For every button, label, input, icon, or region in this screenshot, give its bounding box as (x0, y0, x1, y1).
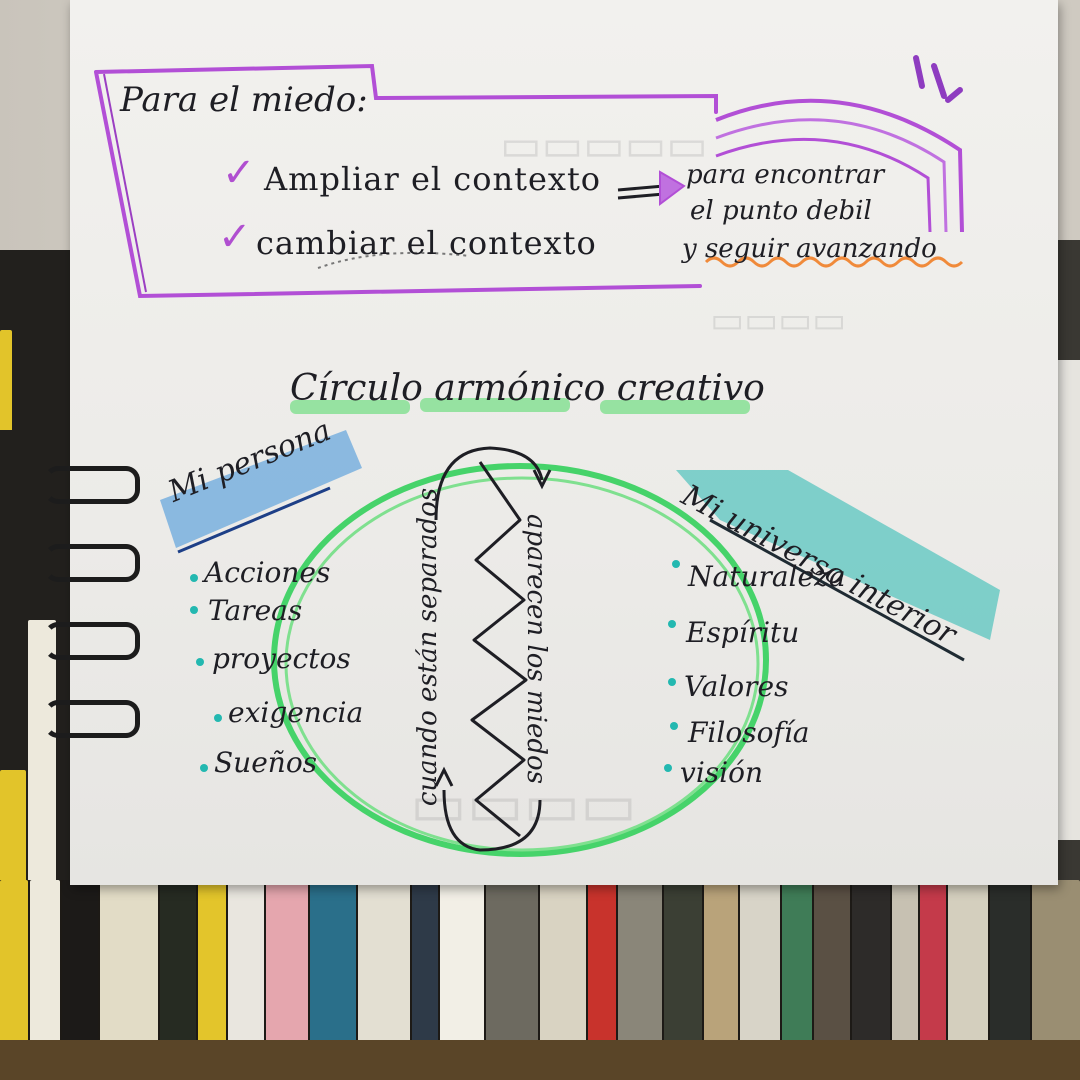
purple-arc (715, 98, 964, 233)
teal-highlight (676, 470, 1000, 640)
book-spine (0, 770, 26, 880)
book-spine (814, 880, 850, 1040)
arrow-note-line: y seguir avanzando (682, 234, 937, 264)
spiral-ring (44, 544, 140, 582)
book-spine (30, 880, 60, 1040)
left-item: proyectos (212, 642, 351, 675)
book-spine (892, 880, 918, 1040)
green-circle (284, 476, 760, 852)
center-text-right: aparecen los miedos (521, 514, 551, 784)
left-item: Acciones (204, 556, 331, 589)
orange-underline (704, 256, 964, 268)
purple-arc (715, 137, 932, 233)
left-item: Tareas (208, 594, 303, 627)
teal-underline (709, 518, 965, 662)
book-spine (0, 880, 28, 1040)
arrow-note-line: para encontrar (686, 160, 885, 190)
book-spine (852, 880, 890, 1040)
spiral-ring (44, 700, 140, 738)
right-item: Naturaleza (688, 560, 846, 593)
bleed-through-marks: ▭▭▭▭ (710, 300, 847, 341)
book-spine (664, 880, 702, 1040)
bookshelf-bottom (0, 880, 1080, 1040)
check-mark: ✓ (222, 150, 256, 196)
left-item: exigencia (228, 696, 364, 729)
book-spine (266, 880, 308, 1040)
curved-arrow (442, 789, 542, 852)
purple-arc (715, 118, 948, 233)
curved-arrow-head (532, 469, 552, 490)
green-highlight (600, 400, 750, 414)
green-circle (271, 463, 769, 857)
book-spine (740, 880, 780, 1040)
book-spine (100, 880, 158, 1040)
zigzag (470, 461, 528, 838)
book-spine (540, 880, 586, 1040)
book-spine (28, 620, 56, 880)
book-spine (440, 880, 484, 1040)
dotted-line (317, 251, 471, 269)
right-item: Valores (684, 670, 789, 703)
bullet (190, 606, 198, 614)
bullet (664, 764, 672, 772)
spiral-ring (44, 622, 140, 660)
book-spine (588, 880, 616, 1040)
right-item: Espíritu (686, 616, 800, 649)
bullet (668, 620, 676, 628)
book-spine (920, 880, 946, 1040)
curved-arrow-head (434, 766, 454, 787)
book-spine (486, 880, 538, 1040)
purple-frame-inner (103, 73, 147, 293)
item-cambiar: cambiar el contexto (256, 224, 597, 262)
book-spine (618, 880, 662, 1040)
left-item: Sueños (214, 746, 318, 779)
bullet (670, 722, 678, 730)
right-item: Filosofía (688, 716, 810, 749)
green-highlight (290, 400, 410, 414)
book-spine (228, 880, 264, 1040)
bleed-through-marks: ▭▭▭▭ (410, 770, 637, 840)
green-highlight (420, 398, 570, 412)
bullet (196, 658, 204, 666)
book-spine (1032, 880, 1080, 1040)
check-mark: ✓ (218, 214, 252, 260)
book-spine (198, 880, 226, 1040)
purple-frame (94, 63, 718, 299)
purple-emphasis-mark (913, 55, 963, 103)
bullet (668, 678, 676, 686)
book-spine (412, 880, 438, 1040)
bullet (190, 574, 198, 582)
book-spine (948, 880, 988, 1040)
curved-arrow (434, 446, 544, 521)
arrow-head (659, 170, 686, 206)
item-ampliar: Ampliar el contexto (264, 160, 602, 198)
spiral-ring (44, 466, 140, 504)
book-spine (160, 880, 196, 1040)
book-spine (310, 880, 356, 1040)
book-spine (990, 880, 1030, 1040)
diagram-heading: Círculo armónico creativo (290, 368, 765, 409)
box-title: Para el miedo: (120, 80, 368, 120)
bullet (200, 764, 208, 772)
book-spine (782, 880, 812, 1040)
blue-highlight (160, 430, 362, 548)
right-item: visión (680, 756, 763, 789)
blue-underline (177, 486, 331, 554)
bleed-through-marks: ▭▭▭▭▭ (500, 120, 708, 171)
notebook-page: ▭▭▭▭▭ ▭▭▭▭ ▭▭▭▭ (70, 0, 1058, 885)
shelf-board (0, 1040, 1080, 1080)
book-spine (0, 330, 12, 430)
book-spine (358, 880, 410, 1040)
book-spine (704, 880, 738, 1040)
bullet (672, 560, 680, 568)
arrow-note-line: el punto debil (690, 196, 872, 226)
bullet (214, 714, 222, 722)
arrow (617, 184, 665, 200)
center-text-left: cuando están separados (413, 487, 443, 807)
book-spine (62, 880, 98, 1040)
